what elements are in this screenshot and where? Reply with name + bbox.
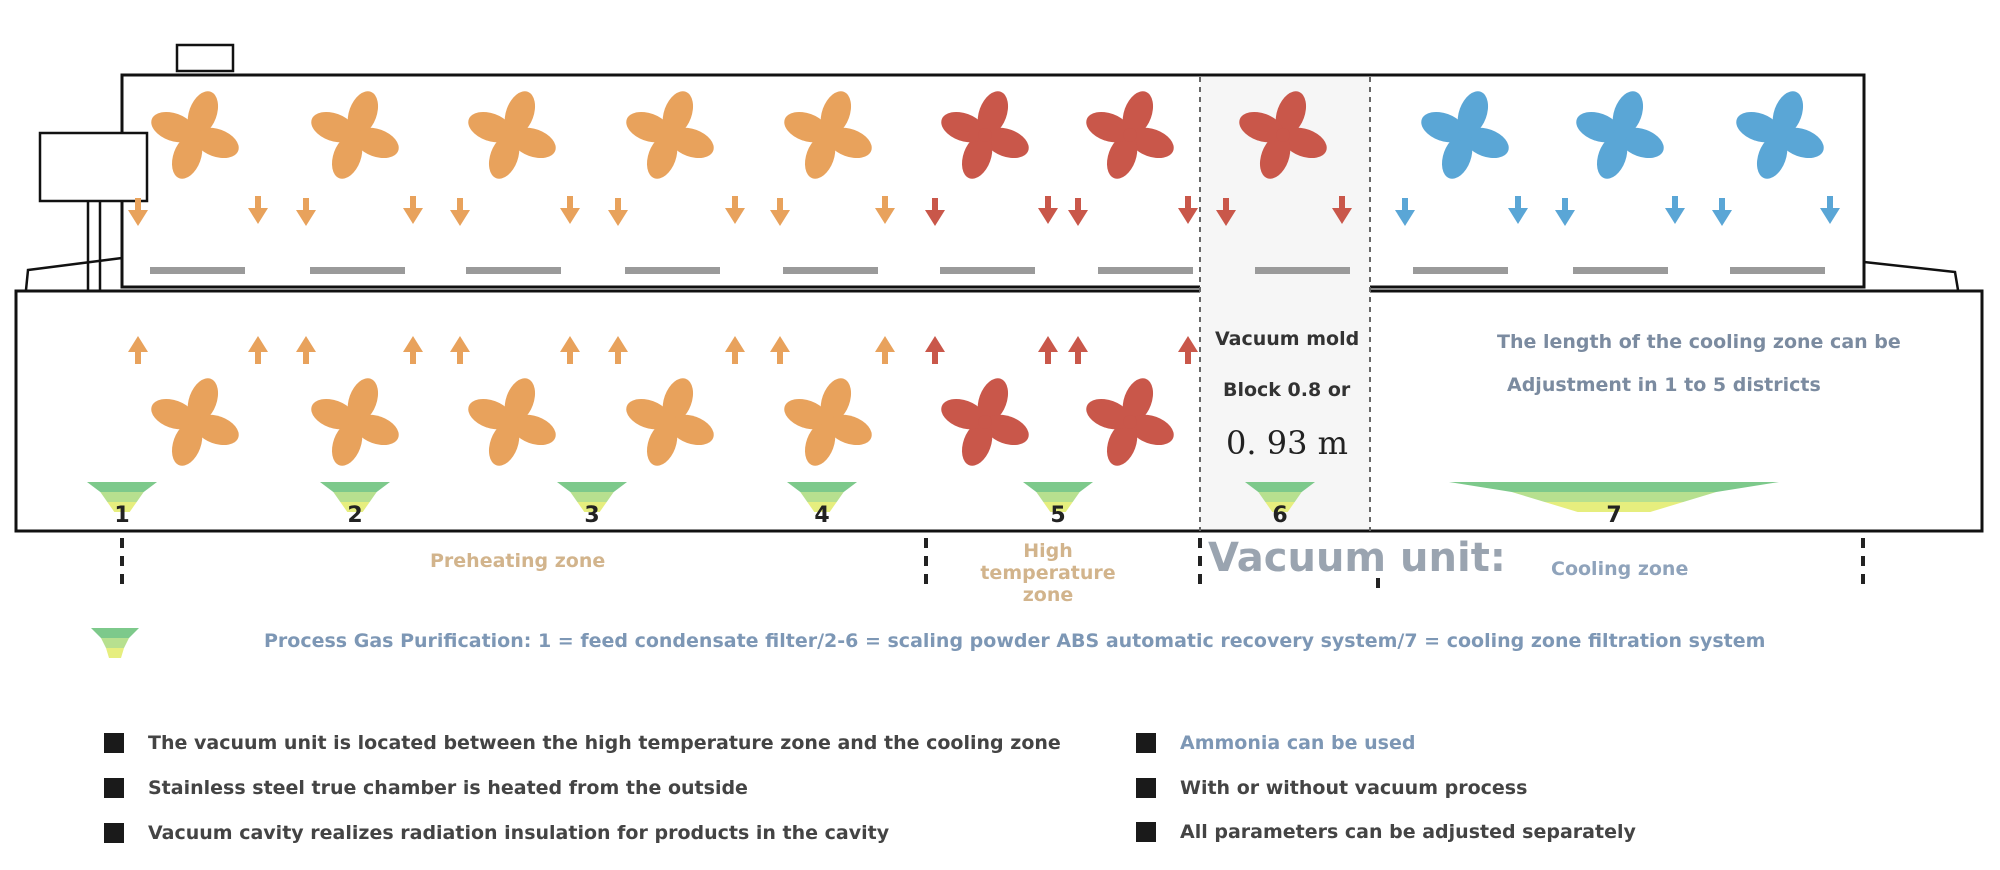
heater-bar xyxy=(940,267,1035,274)
feature-text: All parameters can be adjusted separatel… xyxy=(1180,821,1636,843)
filter-number: 1 xyxy=(114,503,129,528)
zone-label-cooling: Cooling zone xyxy=(1551,558,1689,580)
heater-bar xyxy=(783,267,878,274)
heater-bar xyxy=(1255,267,1350,274)
cooling-note-line2: Adjustment in 1 to 5 districts xyxy=(1507,374,1821,396)
heater-bar xyxy=(1098,267,1193,274)
filter-legend-icon xyxy=(91,628,139,658)
vacuum-mold-label: Vacuum mold xyxy=(1215,328,1360,350)
feature-text: With or without vacuum process xyxy=(1180,777,1528,799)
feature-right-1: Ammonia can be used xyxy=(1136,732,1415,754)
heater-bar xyxy=(150,267,245,274)
vacuum-length-value: 0. 93 m xyxy=(1226,424,1348,462)
filter-number: 3 xyxy=(584,503,599,528)
filters: 1 2 3 4 5 6 7 xyxy=(87,482,1779,528)
feature-right-2: With or without vacuum process xyxy=(1136,777,1527,799)
heater-bar xyxy=(1573,267,1668,274)
bullet-square-icon xyxy=(104,733,124,753)
filter-number: 4 xyxy=(814,503,829,528)
vacuum-block-label: Block 0.8 or xyxy=(1223,379,1351,401)
bullet-square-icon xyxy=(104,778,124,798)
control-box xyxy=(38,131,149,203)
heater-bar xyxy=(625,267,720,274)
zone-label-vacuum-unit: Vacuum unit: xyxy=(1208,535,1506,581)
bullet-square-icon xyxy=(1136,733,1156,753)
heater-bar xyxy=(466,267,561,274)
feature-left-3: Vacuum cavity realizes radiation insulat… xyxy=(104,822,889,844)
zone-label-high-temperature: High temperature zone xyxy=(980,540,1116,606)
feature-left-1: The vacuum unit is located between the h… xyxy=(104,732,1061,754)
filter-number: 5 xyxy=(1050,503,1065,528)
feature-text: Ammonia can be used xyxy=(1180,732,1416,754)
bullet-square-icon xyxy=(1136,822,1156,842)
top-vent-box xyxy=(175,43,235,73)
heater-bar xyxy=(1730,267,1825,274)
filter-number: 2 xyxy=(347,503,362,528)
filter-icon: 7 xyxy=(1449,482,1779,528)
zone-label-preheating: Preheating zone xyxy=(430,550,606,572)
gas-purification-text: Process Gas Purification: 1 = feed conde… xyxy=(264,630,1766,652)
filter-icon: 6 xyxy=(1245,482,1315,528)
filter-icon: 5 xyxy=(1023,482,1093,528)
cooling-note-line1: The length of the cooling zone can be xyxy=(1497,331,1901,353)
heater-bars xyxy=(150,267,1825,274)
feature-text: Vacuum cavity realizes radiation insulat… xyxy=(148,822,890,844)
bullet-square-icon xyxy=(104,823,124,843)
bullet-square-icon xyxy=(1136,778,1156,798)
heater-bar xyxy=(310,267,405,274)
filter-icon: 4 xyxy=(787,482,857,528)
filter-icon: 1 xyxy=(87,482,157,528)
feature-text: The vacuum unit is located between the h… xyxy=(148,732,1061,754)
feature-left-2: Stainless steel true chamber is heated f… xyxy=(104,777,748,799)
filter-icon: 2 xyxy=(320,482,390,528)
filter-icon: 3 xyxy=(557,482,627,528)
filter-number: 6 xyxy=(1272,503,1287,528)
feature-text: Stainless steel true chamber is heated f… xyxy=(148,777,748,799)
heater-bar xyxy=(1413,267,1508,274)
filter-number: 7 xyxy=(1606,503,1621,528)
feature-right-3: All parameters can be adjusted separatel… xyxy=(1136,821,1636,843)
